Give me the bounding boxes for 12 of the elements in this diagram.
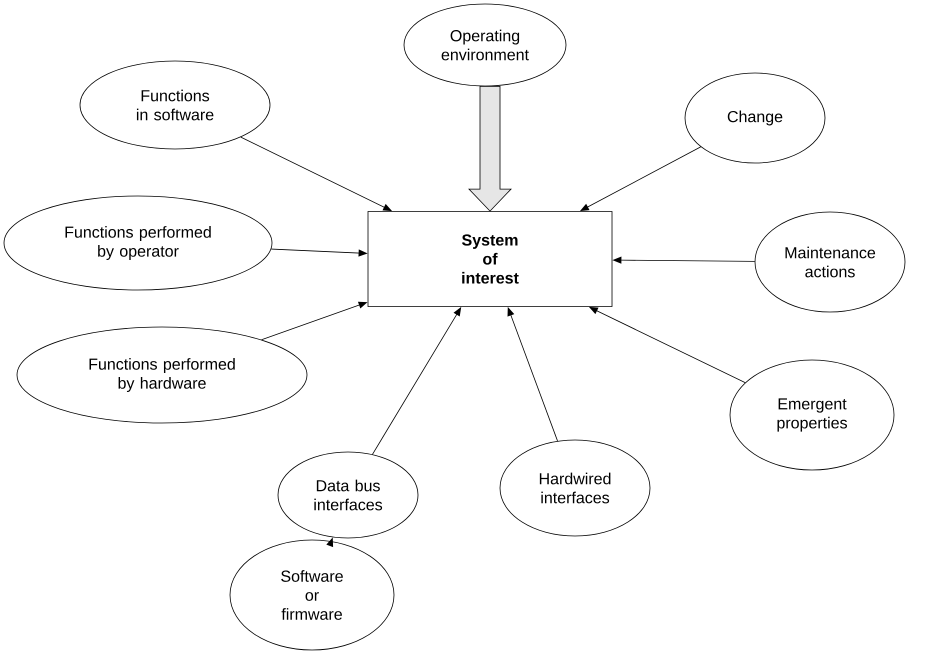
ellipse-node: Functions performed by operator [4, 196, 272, 290]
system-box: System of interest [368, 211, 612, 307]
ellipse-node: Functions performed by hardware [16, 326, 308, 424]
ellipse-node: Change [684, 72, 826, 164]
ellipse-node: Software or firmware [230, 540, 394, 650]
ellipse-node: Operating environment [404, 4, 566, 86]
ellipse-node: Data bus interfaces [278, 452, 418, 538]
ellipse-node: Emergent properties [730, 360, 894, 470]
ellipse-node: Functions in software [80, 60, 270, 150]
ellipse-node: Hardwired interfaces [500, 440, 650, 536]
ellipse-node: Maintenance actions [754, 212, 906, 312]
block-arrow [468, 86, 512, 212]
